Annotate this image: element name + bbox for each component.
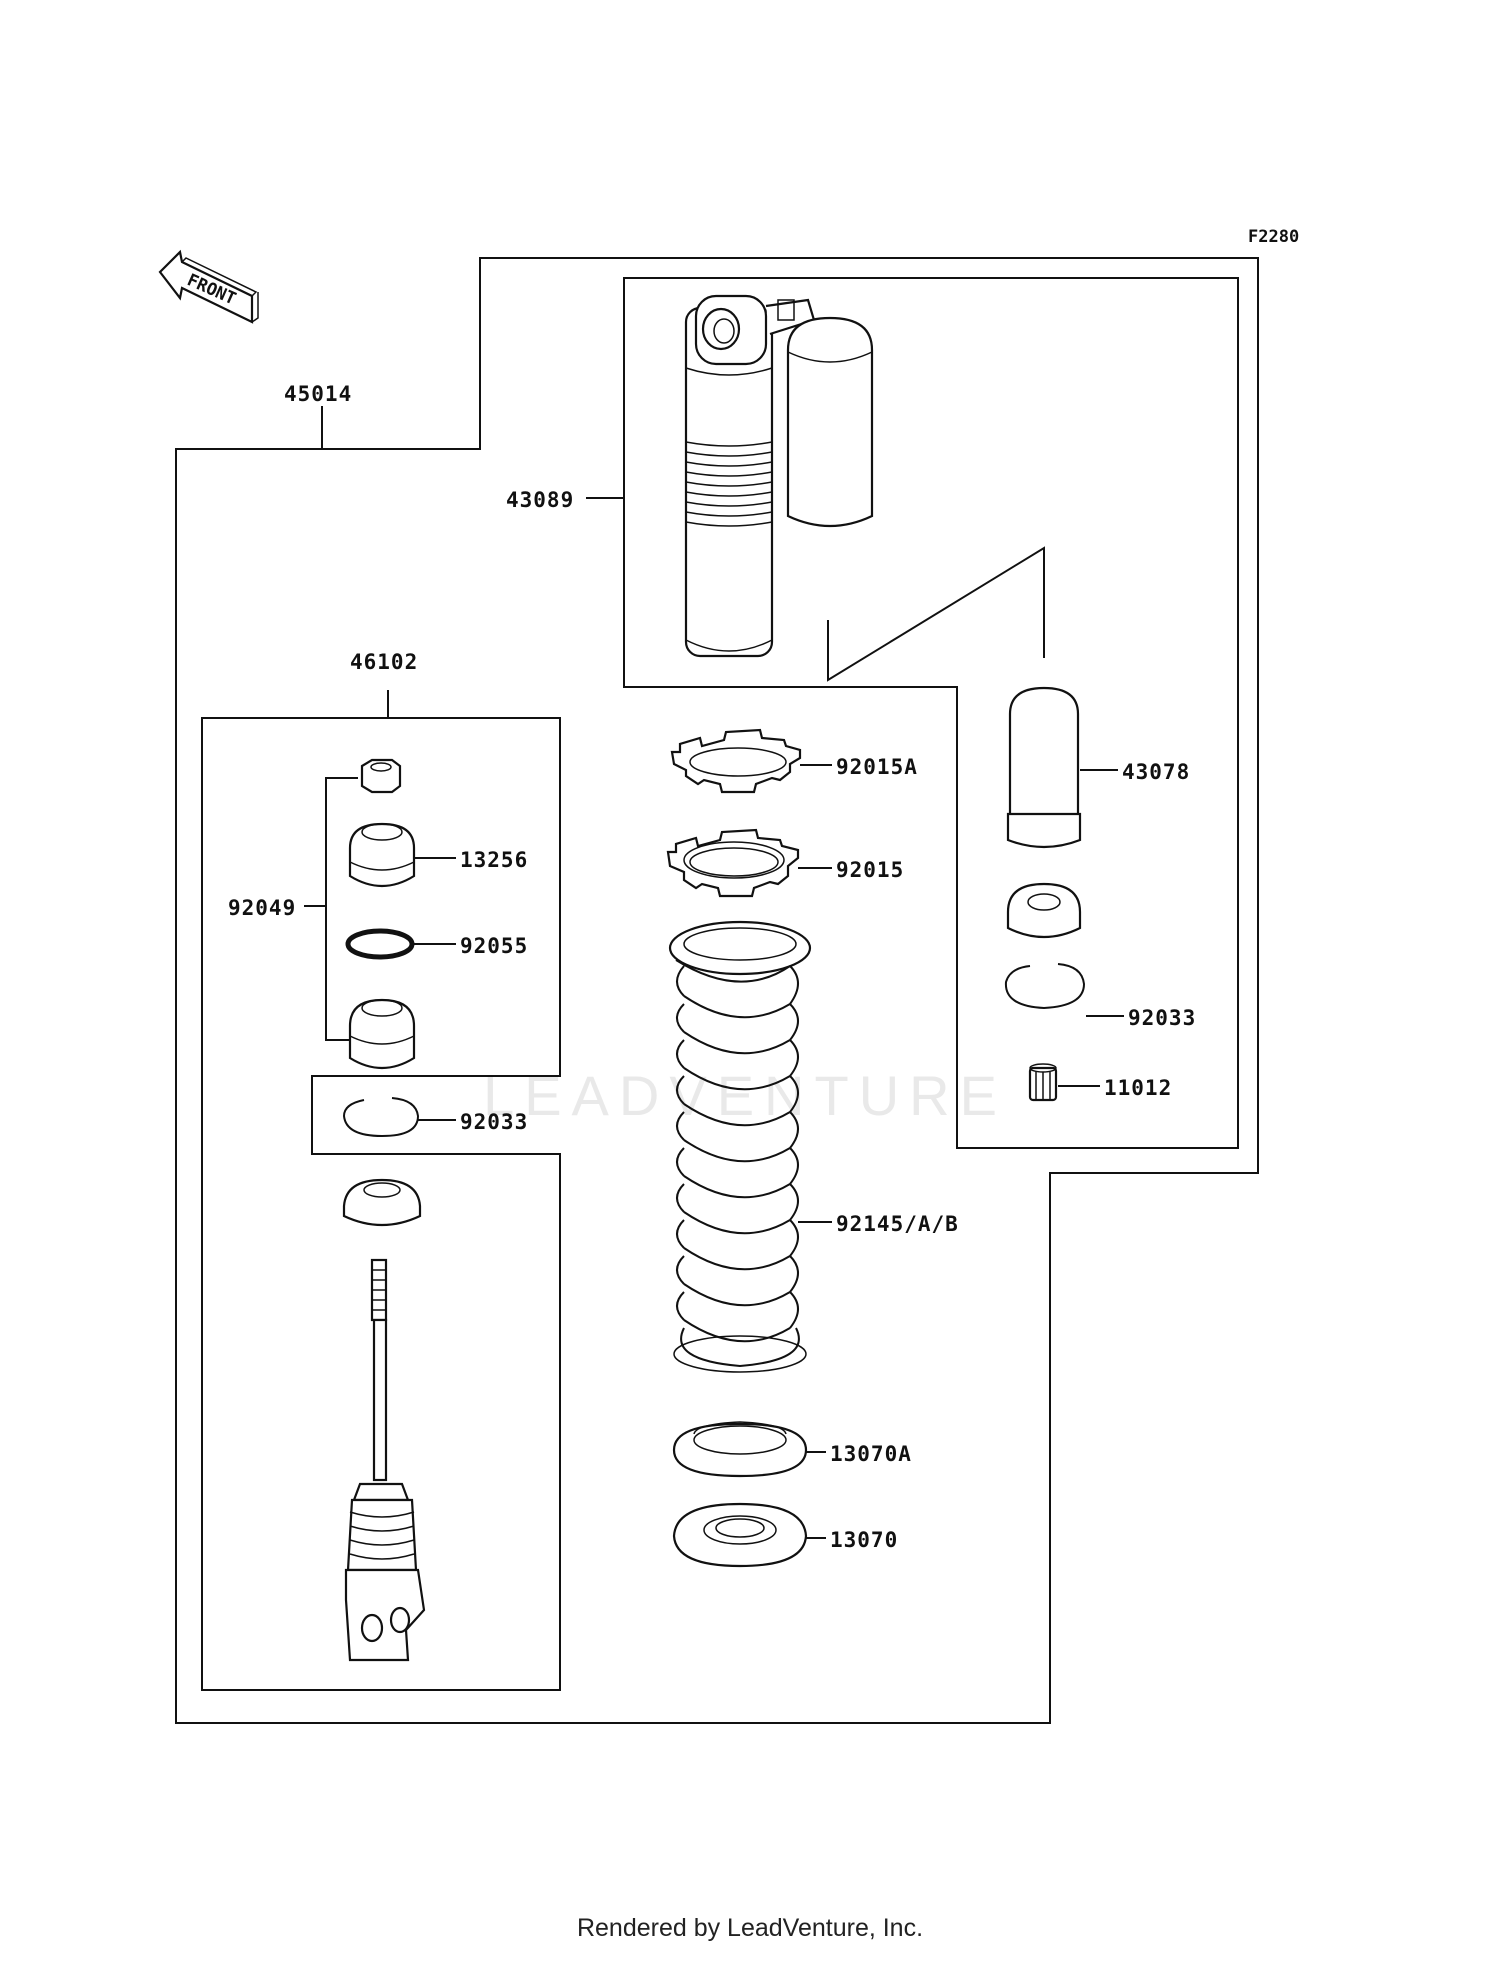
reservoir-part[interactable] — [786, 316, 874, 528]
label-92015A[interactable]: 92015A — [836, 755, 918, 779]
spring-seat-part-13070[interactable] — [672, 1502, 808, 1568]
spring-part-92145[interactable] — [668, 920, 812, 1373]
bump-rubber-part-13256[interactable] — [348, 822, 416, 887]
footer-credit: Rendered by LeadVenture, Inc. — [576, 1914, 924, 1942]
group-bracket-92049 — [325, 777, 358, 1041]
label-13070A[interactable]: 13070A — [830, 1442, 912, 1466]
label-13256[interactable]: 13256 — [460, 848, 528, 872]
locknut-part-92015A[interactable] — [670, 728, 802, 794]
plate-part[interactable] — [342, 1178, 422, 1227]
bushing-part-11012[interactable] — [1028, 1063, 1058, 1102]
o-ring-part-92055[interactable] — [345, 928, 415, 960]
label-92033-left[interactable]: 92033 — [460, 1110, 528, 1134]
locknut-part-92015[interactable] — [666, 828, 800, 898]
cap-part[interactable] — [1006, 882, 1082, 938]
label-43078[interactable]: 43078 — [1122, 760, 1190, 784]
seal-head-part[interactable] — [348, 998, 416, 1069]
circlip-left-part[interactable] — [342, 1097, 420, 1138]
label-92055[interactable]: 92055 — [460, 934, 528, 958]
bladder-part-43078[interactable] — [1006, 686, 1082, 849]
label-92049[interactable]: 92049 — [228, 896, 296, 920]
watermark: LEADVENTURE — [483, 1064, 1007, 1127]
front-arrow-icon: FRONT — [158, 249, 259, 324]
hose-line — [827, 546, 1045, 682]
nut-part[interactable] — [360, 758, 402, 794]
label-46102[interactable]: 46102 — [350, 650, 418, 674]
assembly-boundary-45014 — [175, 257, 1259, 1724]
diagram-code: F2280 — [1248, 227, 1299, 247]
piston-rod-part[interactable] — [344, 1258, 426, 1662]
assembly-boundary-43089 — [623, 277, 1239, 1149]
label-13070[interactable]: 13070 — [830, 1528, 898, 1552]
label-45014[interactable]: 45014 — [284, 382, 352, 406]
shock-body-part[interactable] — [684, 294, 816, 658]
label-92145[interactable]: 92145/A/B — [836, 1212, 959, 1236]
label-92015[interactable]: 92015 — [836, 858, 904, 882]
label-43089[interactable]: 43089 — [506, 488, 574, 512]
circlip-right-part[interactable] — [1004, 963, 1086, 1010]
label-11012[interactable]: 11012 — [1104, 1076, 1172, 1100]
label-92033-right[interactable]: 92033 — [1128, 1006, 1196, 1030]
spring-seat-part-13070A[interactable] — [672, 1421, 808, 1478]
assembly-boundary-46102 — [201, 717, 561, 1691]
